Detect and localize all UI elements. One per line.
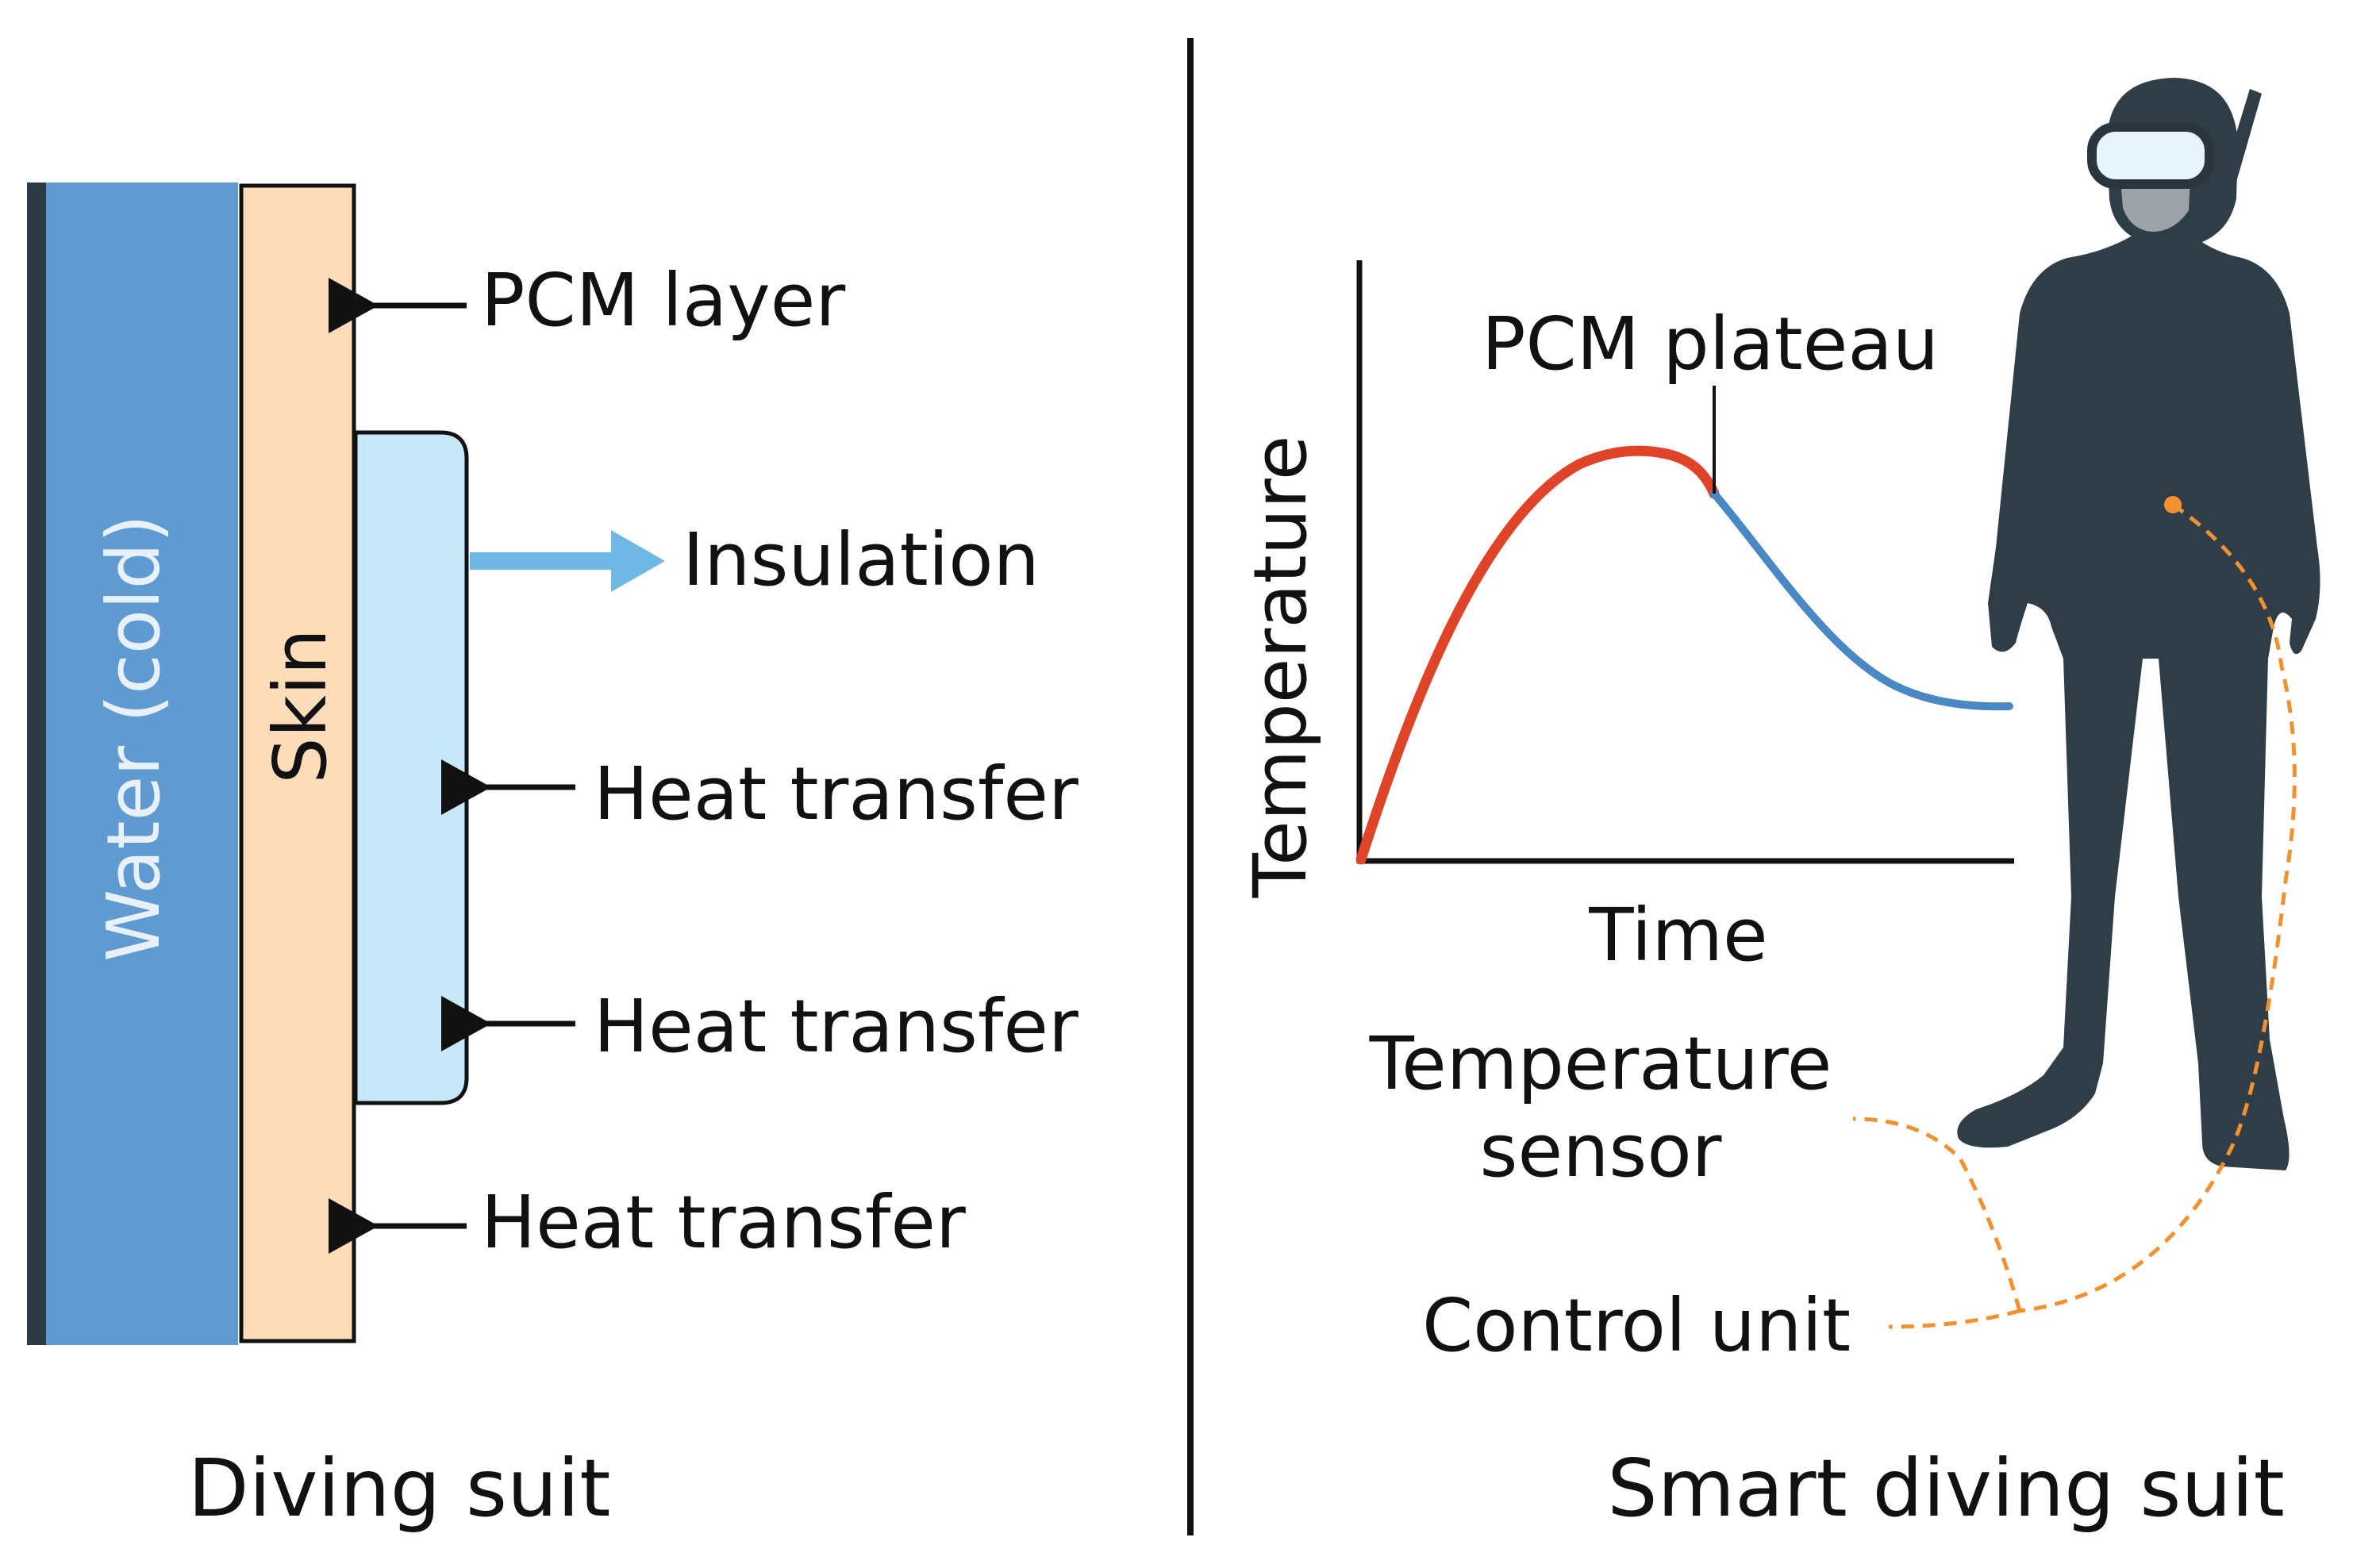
diver-figure: [1957, 78, 2320, 1170]
heat-transfer-label-2: Heat transfer: [594, 984, 1078, 1069]
water-edge: [27, 183, 46, 1345]
smart-diving-suit-caption: Smart diving suit: [1607, 1442, 2285, 1535]
pcm-plateau-label: PCM plateau: [1482, 302, 1939, 386]
water-label: Water (cold): [91, 514, 176, 962]
temperature-sensor-label-line2: sensor: [1480, 1109, 1722, 1193]
insulation-label: Insulation: [682, 517, 1040, 602]
heat-transfer-label-3: Heat transfer: [481, 1180, 966, 1265]
cooling-curve: [1710, 490, 2013, 711]
heating-curve: [1355, 445, 1720, 865]
smart-diving-suit-panel: PCM plateau Temperature Time Temperature…: [1238, 78, 2320, 1535]
pcm-layer-label: PCM layer: [481, 258, 845, 343]
diver-body: [1957, 236, 2320, 1170]
control-unit-connector: [1888, 1309, 2020, 1329]
insulation-arrow: [470, 530, 665, 592]
diver-mask: [2087, 122, 2214, 189]
y-axis-label: Temperature: [1238, 436, 1323, 899]
diving-suit-panel: Water (cold) Skin PCM layer Insulation H…: [27, 183, 1078, 1535]
temperature-sensor-label-line1: Temperature: [1369, 1021, 1832, 1106]
heat-transfer-label-1: Heat transfer: [594, 751, 1078, 836]
insulation-block: [353, 430, 469, 1105]
control-unit-wire: [1852, 1116, 2022, 1312]
x-axis-label: Time: [1588, 893, 1767, 978]
diver-face: [2120, 179, 2190, 232]
diving-suit-caption: Diving suit: [188, 1442, 611, 1535]
skin-label: Skin: [258, 628, 343, 784]
sensor-wire: [2019, 502, 2297, 1313]
water-layer: [46, 183, 238, 1345]
skin-layer: [239, 183, 356, 1343]
temperature-graph: PCM plateau Temperature Time: [1238, 260, 2014, 978]
control-unit-label: Control unit: [1422, 1283, 1851, 1368]
